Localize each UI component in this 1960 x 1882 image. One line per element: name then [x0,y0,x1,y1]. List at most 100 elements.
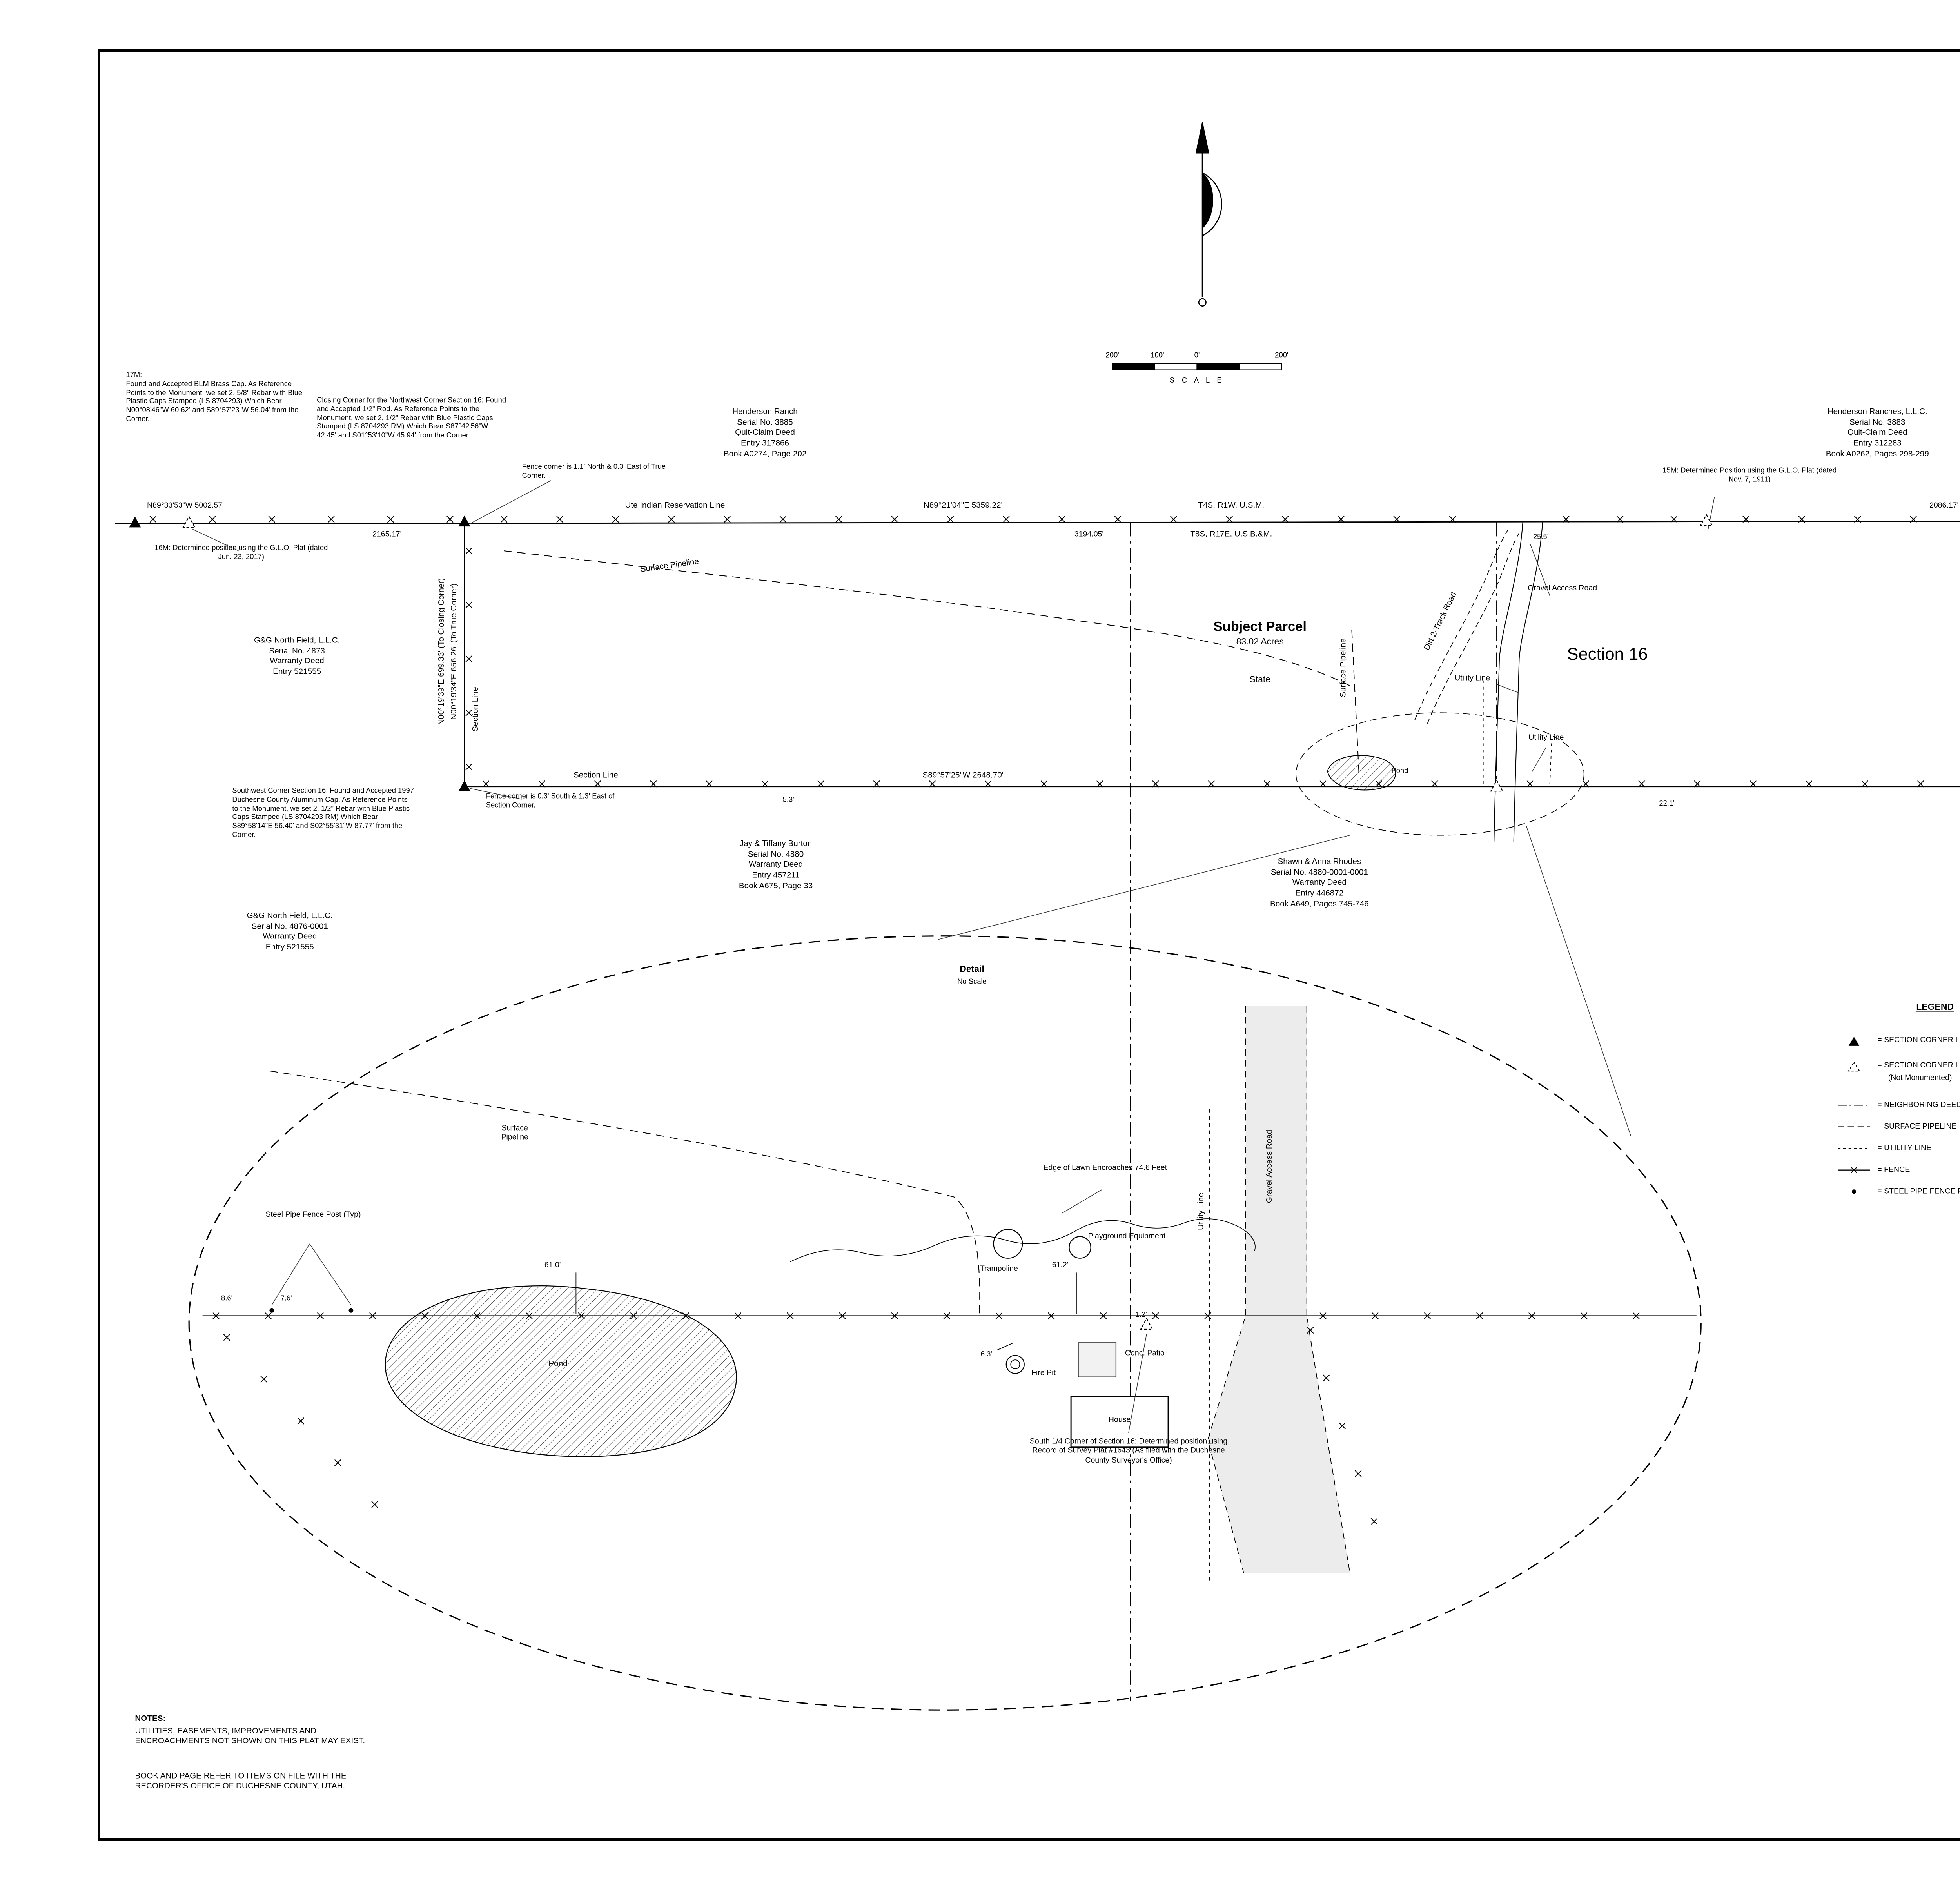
west-line-bearing-outer: N00°19'39"E 699.33' (To Closing Corner) [436,578,446,725]
owner-entry: Entry 312283 [1853,438,1902,448]
detail-road [1207,1006,1350,1573]
owner-name: G&G North Field, L.L.C. [254,635,340,644]
owner-henderson-ranches-llc: Henderson Ranches, L.L.C. Serial No. 388… [1788,407,1960,459]
note-15m: 15M: Determined Position using the G.L.O… [1662,466,1837,483]
detail-road-label: Gravel Access Road [1264,1129,1274,1203]
owner-gg-north-field-4876: G&G North Field, L.L.C. Serial No. 4876-… [209,911,371,953]
owner-deed: Warranty Deed [270,656,324,666]
township-south: T8S, R17E, U.S.B.&M. [1190,529,1272,538]
scale-100: 100' [1151,351,1164,359]
owner-entry: Entry 457211 [752,870,800,880]
fire-pit-label: Fire Pit [1031,1368,1056,1377]
dirt-road-lines [1414,529,1520,724]
legend-title: LEGEND [1916,1002,1954,1013]
pond-detail [385,1285,737,1457]
page-border [98,49,1960,1841]
west-section-line-label: Section Line [470,687,480,732]
pond-main [1327,755,1396,791]
dist-2086: 2086.17' [1929,500,1959,510]
note-sw-corner: Southwest Corner Section 16: Found and A… [232,786,414,839]
north-arrow-icon [1195,122,1222,307]
owner-book: Book A675, Page 33 [739,881,813,890]
conc-patio-label: Conc. Patio [1125,1348,1165,1358]
detail-title: Detail [960,965,984,975]
north-section-line [115,521,1960,524]
pond-label-main: Pond [1391,767,1408,775]
legend-item-surface-pipeline: = SURFACE PIPELINE [1877,1121,1957,1131]
owner-entry: Entry 521555 [265,942,314,951]
dist-2165: 2165.17' [372,529,402,538]
subject-parcel-label: Subject Parcel [1213,619,1307,635]
dim-6-3: 6.3' [980,1350,992,1358]
bearing-nw-outside: N89°33'53"W 5002.57' [147,500,224,510]
owner-serial: Serial No. 3885 [737,417,793,426]
detail-source-ellipse [1296,712,1584,836]
note-16m: 16M: Determined position using the G.L.O… [154,543,328,561]
detail-dimension-ticks [575,1272,1077,1350]
dim-61-2: 61.2' [1052,1260,1069,1269]
owner-name: Henderson Ranch [732,407,798,416]
detail-no-scale: No Scale [957,977,987,986]
section-corner-symbols [129,514,1713,1330]
lawn-encroach-label: Edge of Lawn Encroaches 74.6 Feet [1043,1163,1167,1172]
owner-name: Henderson Ranches, L.L.C. [1827,407,1927,416]
section-16-label: Section 16 [1567,645,1648,664]
steel-posts [269,1308,354,1313]
offset-22-1: 22.1' [1659,799,1675,808]
note-fence-nw: Fence corner is 1.1' North & 0.3' East o… [522,463,666,480]
owner-rhodes: Shawn & Anna Rhodes Serial No. 4880-0001… [1225,857,1414,909]
scale-200-right: 200' [1275,351,1289,359]
note-nw-closing-corner: Closing Corner for the Northwest Corner … [317,396,506,439]
subject-acreage: 83.02 Acres [1236,637,1284,647]
township-north: T4S, R1W, U.S.M. [1198,500,1265,510]
owner-entry: Entry 446872 [1295,888,1344,898]
legend-item-deed-line: = NEIGHBORING DEED LINE [1877,1100,1960,1109]
owner-serial: Serial No. 4880 [748,849,804,858]
owner-state-label: State [1249,675,1271,685]
offset-25-5: 25.5' [1533,533,1549,541]
legend-symbols [1838,1036,1870,1194]
owner-serial: Serial No. 3883 [1849,417,1906,426]
detail-post-label: Steel Pipe Fence Post (Typ) [265,1209,361,1219]
bearing-north-west-half: N89°21'04"E 5359.22' [923,500,1003,510]
scale-bar [1112,363,1282,370]
legend-item-corner-not-monumented-2: (Not Monumented) [1888,1073,1952,1082]
offset-5-3: 5.3' [782,795,794,804]
owner-serial: Serial No. 4876-0001 [251,921,328,931]
owner-name: Jay & Tiffany Burton [739,838,812,848]
bearing-south-west-half: S89°57'25"W 2648.70' [922,770,1004,780]
owner-name: Shawn & Anna Rhodes [1278,857,1361,866]
ute-reservation-line-label: Ute Indian Reservation Line [625,500,725,510]
gravel-road-lines [1494,522,1543,842]
dim-61-0: 61.0' [544,1260,561,1269]
detail-pipeline-label: Surface Pipeline [501,1123,528,1142]
detail-leader-lines [938,826,1631,1136]
trampoline-label: Trampoline [980,1263,1018,1273]
owner-serial: Serial No. 4880-0001-0001 [1270,867,1368,877]
surface-pipeline-lines [504,550,1359,774]
owner-entry: Entry 521555 [273,667,321,676]
owner-deed: Quit-Claim Deed [735,428,795,437]
dist-3194: 3194.05' [1074,529,1104,538]
surface-pipeline-label-2: Surface Pipeline [1338,638,1347,697]
scale-caption: S C A L E [1169,376,1225,385]
owner-gg-north-field-4873: G&G North Field, L.L.C. Serial No. 4873 … [216,635,378,677]
owner-deed: Warranty Deed [1292,878,1347,887]
detail-utility-label: Utility Line [1196,1192,1205,1230]
detail-improvements [993,1229,1169,1448]
owner-book: Book A0274, Page 202 [723,449,807,458]
note-17m: 17M: Found and Accepted BLM Brass Cap. A… [126,370,303,423]
dim-1-2: 1.2' [1135,1310,1147,1319]
dim-8-6: 8.6' [221,1294,233,1303]
notes-n1: UTILITIES, EASEMENTS, IMPROVEMENTS AND E… [135,1726,365,1745]
owner-entry: Entry 317866 [741,438,789,448]
scale-200-left: 200' [1105,351,1119,359]
utility-lines [1483,680,1552,785]
owner-book: Book A0262, Pages 298-299 [1826,449,1929,458]
owner-deed: Warranty Deed [748,860,803,869]
utility-line-label-2: Utility Line [1528,732,1564,742]
owner-deed: Quit-Claim Deed [1847,428,1907,437]
legend-item-corner-located: = SECTION CORNER LOCATED [1877,1035,1960,1044]
